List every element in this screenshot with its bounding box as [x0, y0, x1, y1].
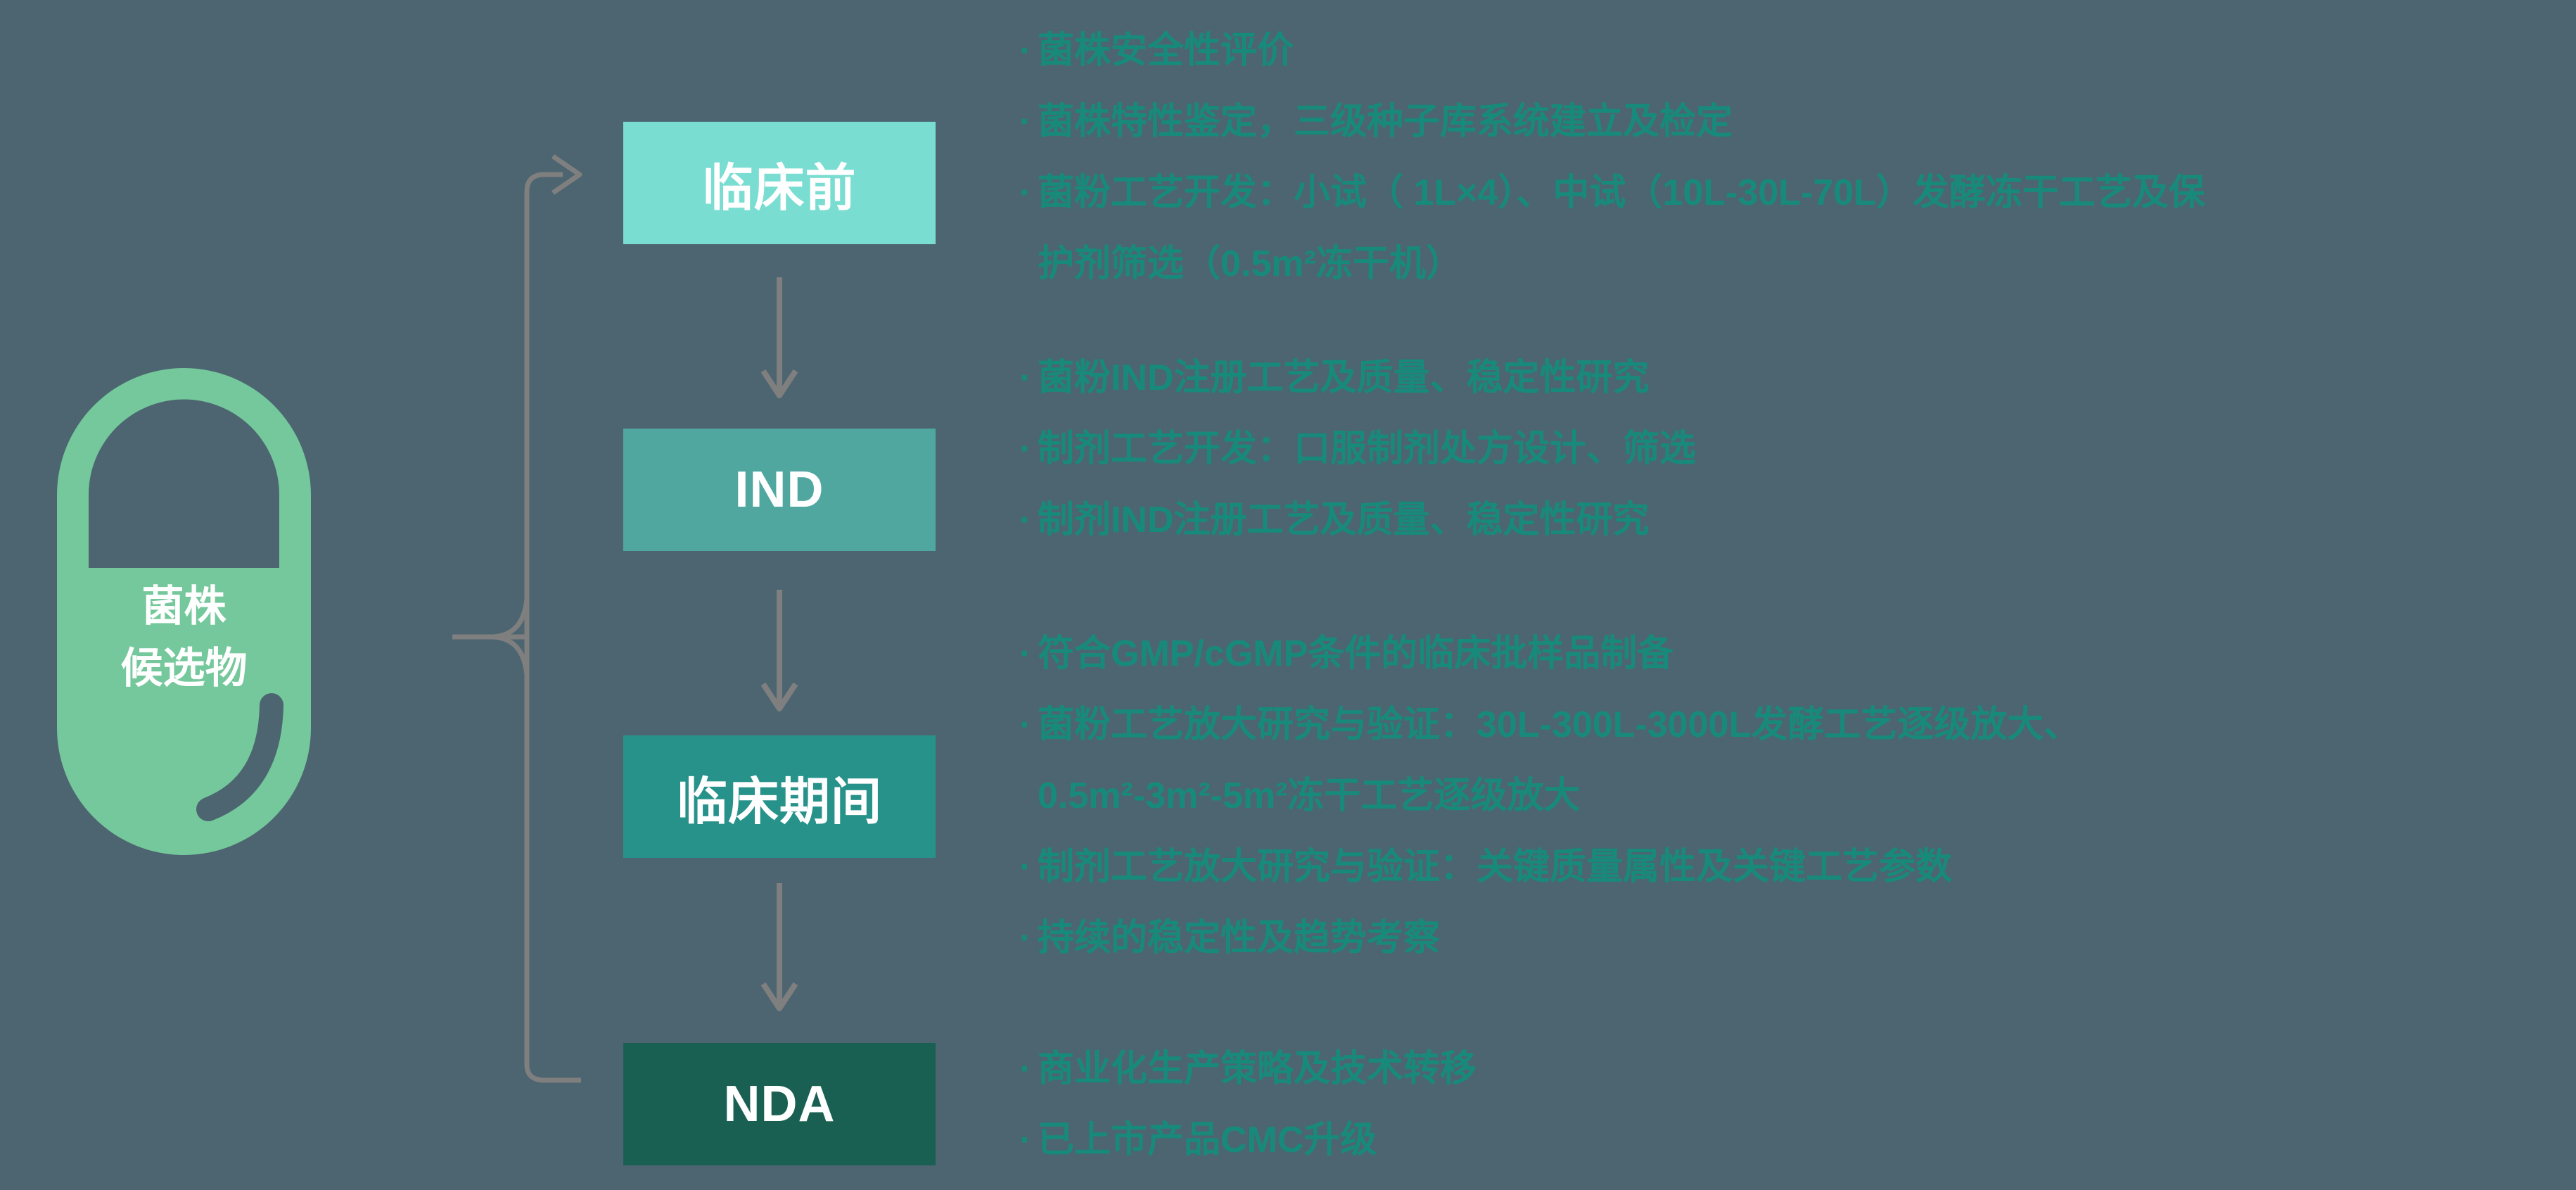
note-text: 制剂工艺开发：口服制剂处方设计、筛选: [1038, 429, 1697, 469]
bullet-dot: ·: [1019, 500, 1032, 540]
stage-label-preclinical: 临床前: [702, 160, 857, 217]
stage-label-nda: NDA: [723, 1076, 836, 1132]
capsule-label: 菌株 候选物: [57, 576, 311, 700]
note-text: 菌株安全性评价: [1038, 30, 1294, 71]
arrowhead-to-preclinical: [551, 154, 582, 195]
note-line: · 已上市产品CMC升级: [1019, 1105, 1477, 1176]
bullet-dot: ·: [1019, 101, 1032, 142]
stage-notes-clinical: · 符合GMP/cGMP条件的临床批样品制备 · 菌粉工艺放大研究与验证：30L…: [1019, 619, 2080, 974]
stage-notes-ind: · 菌粉IND注册工艺及质量、稳定性研究 · 制剂工艺开发：口服制剂处方设计、筛…: [1019, 343, 1696, 556]
note-text: 持续的稳定性及趋势考察: [1038, 918, 1441, 958]
stage-box-preclinical: 临床前: [623, 122, 936, 244]
stage-label-clinical: 临床期间: [676, 773, 882, 830]
note-line: · 菌株特性鉴定，三级种子库系统建立及检定: [1019, 87, 2205, 158]
note-text: 已上市产品CMC升级: [1038, 1120, 1377, 1160]
bracket-flare-up: [492, 598, 530, 640]
capsule-window: [89, 399, 279, 568]
note-text: 菌株特性鉴定，三级种子库系统建立及检定: [1038, 101, 1733, 142]
note-line: · 制剂工艺开发：口服制剂处方设计、筛选: [1019, 414, 1696, 485]
note-line: · 制剂IND注册工艺及质量、稳定性研究: [1019, 485, 1696, 556]
stage-notes-nda: · 商业化生产策略及技术转移 · 已上市产品CMC升级: [1019, 1034, 1477, 1176]
bracket-bottom-elbow: [524, 1064, 581, 1083]
bullet-dot: ·: [1019, 633, 1032, 674]
bullet-dot: ·: [1019, 429, 1032, 469]
note-text: 符合GMP/cGMP条件的临床批样品制备: [1038, 633, 1674, 674]
stage-notes-preclinical: · 菌株安全性评价 · 菌株特性鉴定，三级种子库系统建立及检定 · 菌粉工艺开发…: [1019, 15, 2205, 300]
capsule-label-line-1: 菌株: [141, 583, 227, 630]
bracket-flare-down: [492, 634, 530, 676]
arrowhead-clinical-to-nda: [760, 982, 798, 1011]
note-line: · 符合GMP/cGMP条件的临床批样品制备: [1019, 619, 2080, 690]
bullet-dot: ·: [1019, 918, 1032, 958]
capsule-icon: [57, 368, 311, 855]
note-line: · 菌粉工艺开发：小试（ 1L×4）、中试（10L-30L-70L）发酵冻干工艺…: [1019, 158, 2205, 229]
note-line: · 制剂工艺放大研究与验证：关键质量属性及关键工艺参数: [1019, 832, 2080, 903]
arrowhead-ind-to-clinical: [760, 682, 798, 711]
note-text: 菌粉工艺开发：小试（ 1L×4）、中试（10L-30L-70L）发酵冻干工艺及保: [1038, 172, 2205, 213]
note-text: 商业化生产策略及技术转移: [1038, 1049, 1477, 1089]
stage-box-ind: IND: [623, 429, 936, 551]
note-text: 护剂筛选（0.5m²冻干机）: [1038, 243, 1462, 284]
note-text: 0.5m²-3m²-5m²冻干工艺逐级放大: [1038, 776, 1581, 816]
note-text: 制剂IND注册工艺及质量、稳定性研究: [1038, 500, 1650, 540]
note-text: 制剂工艺放大研究与验证：关键质量属性及关键工艺参数: [1038, 847, 1953, 887]
stage-box-nda: NDA: [623, 1043, 936, 1165]
note-text: 菌粉工艺放大研究与验证：30L-300L-3000L发酵工艺逐级放大、: [1038, 704, 2081, 745]
capsule-label-line-2: 候选物: [120, 645, 248, 692]
note-line: · 菌粉工艺放大研究与验证：30L-300L-3000L发酵工艺逐级放大、: [1019, 690, 2080, 761]
bullet-dot: ·: [1019, 1049, 1032, 1089]
bullet-dot: ·: [1019, 30, 1032, 71]
arrowhead-preclinical-to-ind: [760, 369, 798, 398]
capsule-shine-swoosh: [196, 693, 283, 821]
bullet-dot: ·: [1019, 1120, 1032, 1160]
note-line: · 商业化生产策略及技术转移: [1019, 1034, 1477, 1105]
bullet-dot: ·: [1019, 172, 1032, 213]
note-line: 护剂筛选（0.5m²冻干机）: [1019, 229, 2205, 300]
stage-box-clinical: 临床期间: [623, 735, 936, 858]
note-text: 菌粉IND注册工艺及质量、稳定性研究: [1038, 357, 1650, 398]
bracket-top-elbow: [524, 172, 563, 192]
bullet-dot: ·: [1019, 847, 1032, 887]
note-line: · 菌株安全性评价: [1019, 15, 2205, 87]
bullet-dot: ·: [1019, 704, 1032, 745]
note-line: 0.5m²-3m²-5m²冻干工艺逐级放大: [1019, 761, 2080, 832]
note-line: · 菌粉IND注册工艺及质量、稳定性研究: [1019, 343, 1696, 414]
bullet-dot: ·: [1019, 357, 1032, 398]
note-line: · 持续的稳定性及趋势考察: [1019, 903, 2080, 974]
stage-label-ind: IND: [734, 462, 824, 518]
